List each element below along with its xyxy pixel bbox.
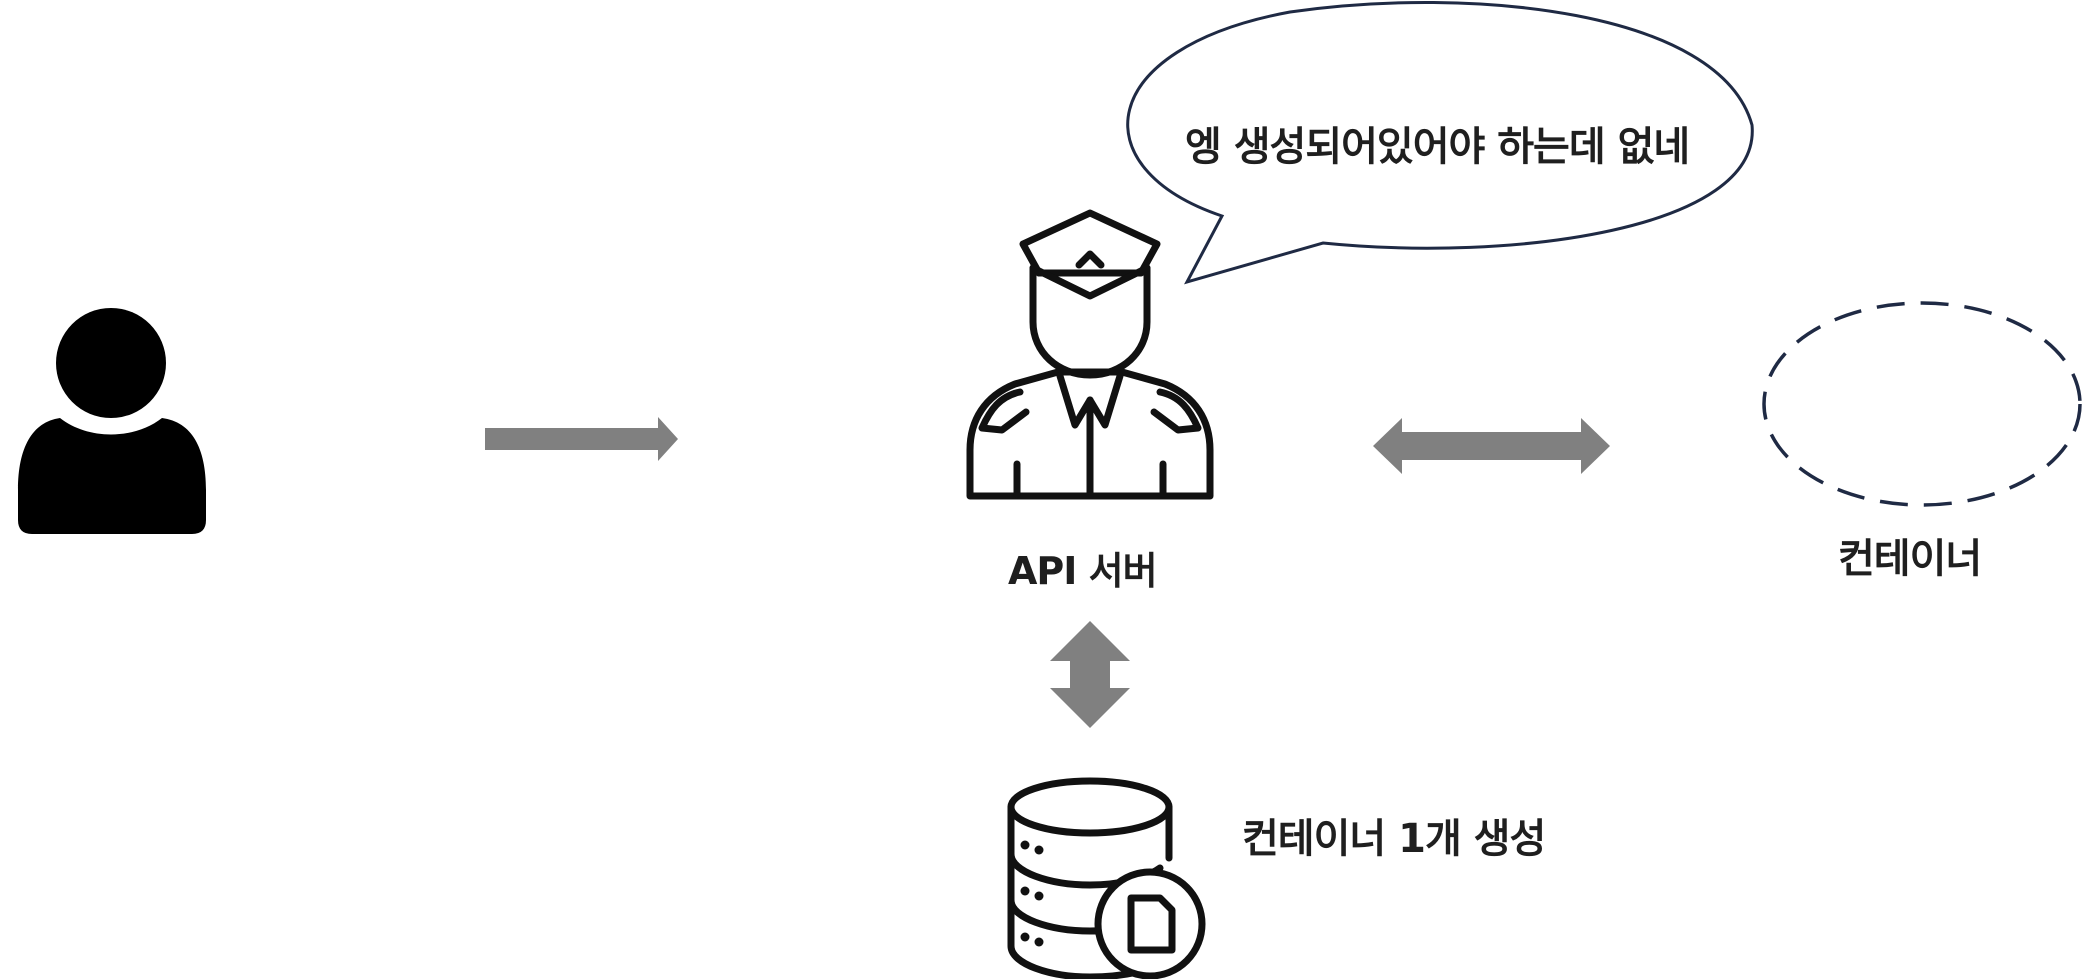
- arrow-api-db-bidirectional: [1050, 621, 1130, 728]
- speech-bubble: [1126, 1, 1754, 285]
- api-server-label: API 서버: [1008, 549, 1158, 593]
- arrow-user-to-api: [485, 417, 678, 461]
- user-icon: [18, 308, 206, 534]
- arrow-api-container-bidirectional: [1373, 418, 1610, 474]
- database-dots: [1020, 840, 1044, 947]
- speech-bubble-text: 엥 생성되어있어야 하는데 없네: [1185, 124, 1690, 170]
- database-label: 컨테이너 1개 생성: [1242, 816, 1546, 862]
- container-label: 컨테이너: [1838, 536, 1982, 582]
- document-badge-icon: [1094, 868, 1206, 979]
- police-officer-icon: [966, 209, 1214, 500]
- container-placeholder: [1762, 301, 2082, 507]
